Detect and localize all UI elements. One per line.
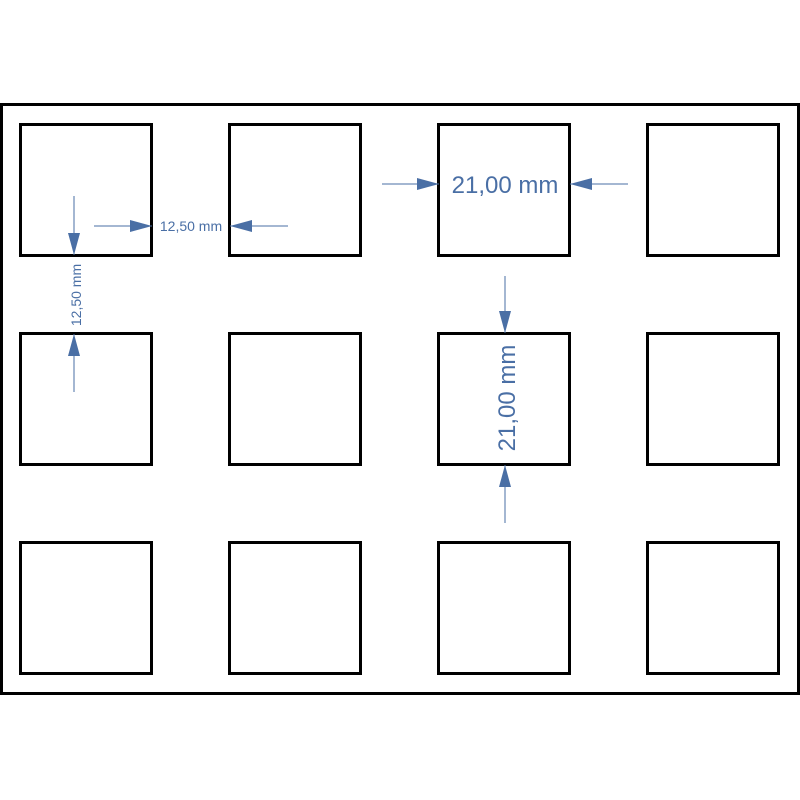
grid-cell — [646, 123, 780, 257]
grid-cell — [19, 541, 153, 675]
cell-grid — [19, 123, 780, 675]
grid-cell — [437, 541, 571, 675]
cell-height-label: 21,00 mm — [494, 345, 521, 452]
dimension-cell-width: 21,00 mm — [382, 172, 628, 199]
grid-cell — [228, 123, 362, 257]
cell-width-label: 21,00 mm — [452, 172, 559, 199]
arrowhead-up — [499, 465, 511, 487]
arrowhead-left — [230, 220, 252, 232]
arrowhead-down — [68, 233, 80, 255]
arrowhead-right — [417, 178, 439, 190]
arrowhead-down — [499, 311, 511, 333]
grid-cell — [646, 332, 780, 466]
dimension-gap-horizontal: 12,50 mm — [94, 218, 288, 234]
grid-cell — [228, 332, 362, 466]
gap-horizontal-label: 12,50 mm — [160, 218, 222, 234]
arrowhead-up — [68, 334, 80, 356]
grid-cell — [437, 332, 571, 466]
grid-cell — [646, 541, 780, 675]
grid-cell — [19, 123, 153, 257]
gap-vertical-label: 12,50 mm — [68, 264, 84, 326]
grid-cell — [19, 332, 153, 466]
dimension-cell-height: 21,00 mm — [494, 276, 521, 523]
grid-cell — [228, 541, 362, 675]
arrowhead-right — [130, 220, 152, 232]
arrowhead-left — [570, 178, 592, 190]
dimension-gap-vertical: 12,50 mm — [68, 196, 84, 392]
grid-cell — [437, 123, 571, 257]
